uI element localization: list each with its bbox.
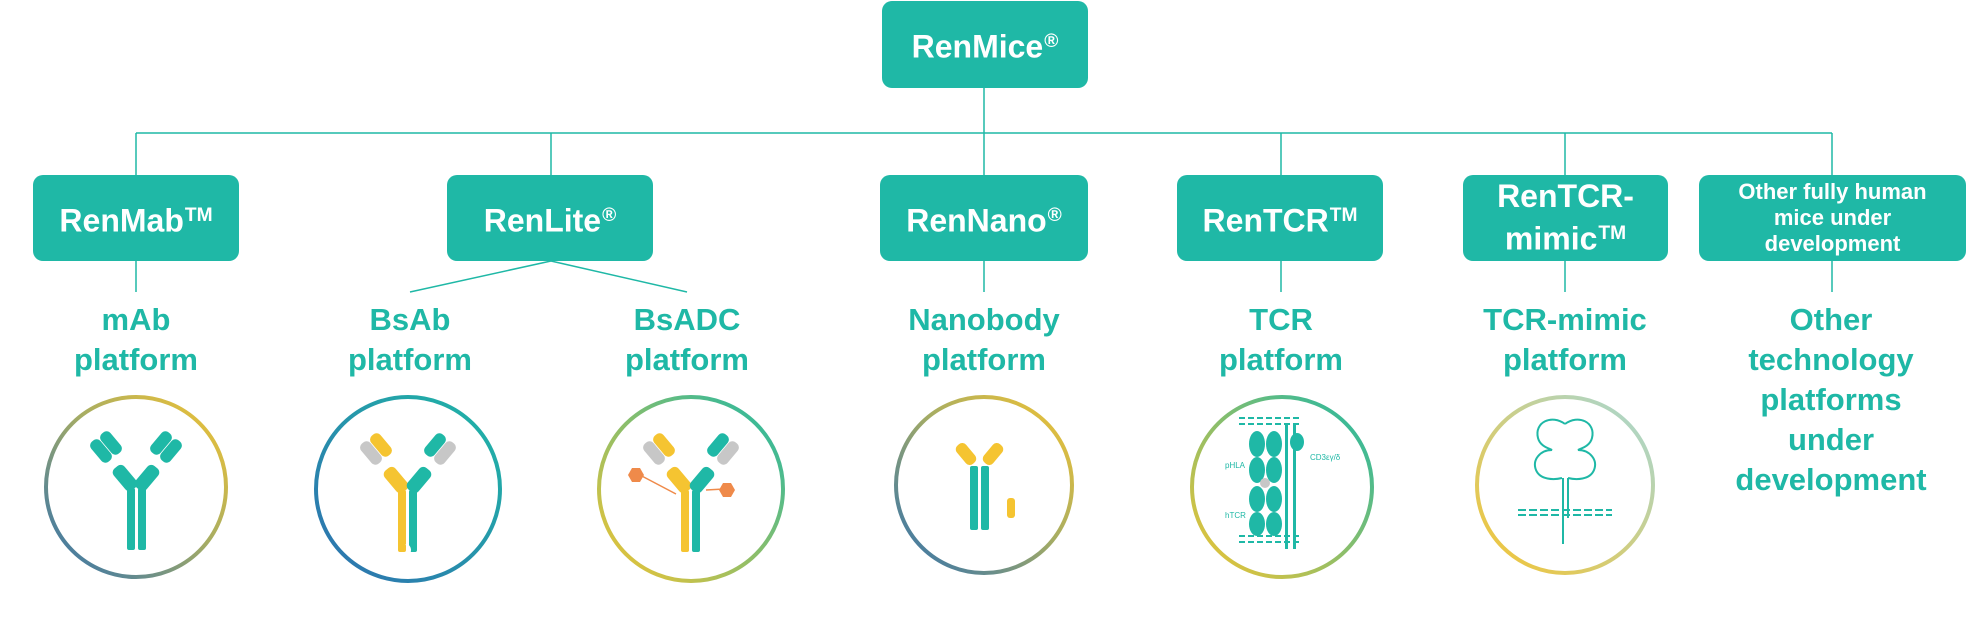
phla-text: pHLA (1225, 461, 1246, 470)
renlite-box: RenLite® (447, 175, 653, 261)
rennano-mark: ® (1047, 204, 1062, 226)
tcr-mimic-icon (1475, 395, 1655, 575)
rentcr-label: RenTCR (1202, 202, 1329, 239)
nanobody-icon (894, 395, 1074, 575)
renmab-box: RenMabTM (33, 175, 239, 261)
renlite-label: RenLite (483, 202, 602, 239)
rennano-box: RenNano® (880, 175, 1088, 261)
rentcr-mimic-box: RenTCR- mimicTM (1463, 175, 1668, 261)
renmice-mark: ® (1044, 31, 1059, 53)
nanobody-platform-label: Nanobody platform (908, 302, 1060, 377)
cd3-text: CD3εγ/δ (1310, 453, 1341, 462)
renmice-box: RenMice® (882, 1, 1088, 88)
monoclonal-antibody-icon (44, 395, 228, 579)
bsab-platform-label: BsAb platform (348, 302, 472, 377)
other-mice-label: Other fully human mice under development (1738, 179, 1927, 256)
tcr-platform-label: TCR platform (1219, 302, 1343, 377)
antibody-drug-conjugate-icon (597, 395, 785, 583)
bsadc-platform-label: BsADC platform (625, 302, 749, 377)
renmab-label: RenMab (59, 202, 184, 239)
rentcr-mimic-mark: TM (1598, 223, 1627, 245)
htcr-text: hTCR (1225, 511, 1246, 520)
rennano-label: RenNano (906, 202, 1047, 239)
renmice-label: RenMice (911, 28, 1044, 65)
tcr-mimic-platform-label: TCR-mimic platform (1483, 302, 1647, 377)
renlite-mark: ® (602, 204, 617, 226)
tcr-complex-icon: pHLA hTCR CD3εγ/δ (1190, 395, 1374, 579)
other-platform-label: Other technology platforms under develop… (1735, 302, 1927, 497)
mab-platform-label: mAb platform (74, 302, 198, 377)
rentcr-box: RenTCRTM (1177, 175, 1383, 261)
rentcr-mark: TM (1329, 204, 1358, 226)
other-mice-box: Other fully human mice under development (1699, 175, 1966, 261)
bispecific-antibody-icon (314, 395, 502, 583)
rentcr-mimic-label: RenTCR- mimic (1497, 178, 1634, 257)
renmab-mark: TM (184, 204, 213, 226)
